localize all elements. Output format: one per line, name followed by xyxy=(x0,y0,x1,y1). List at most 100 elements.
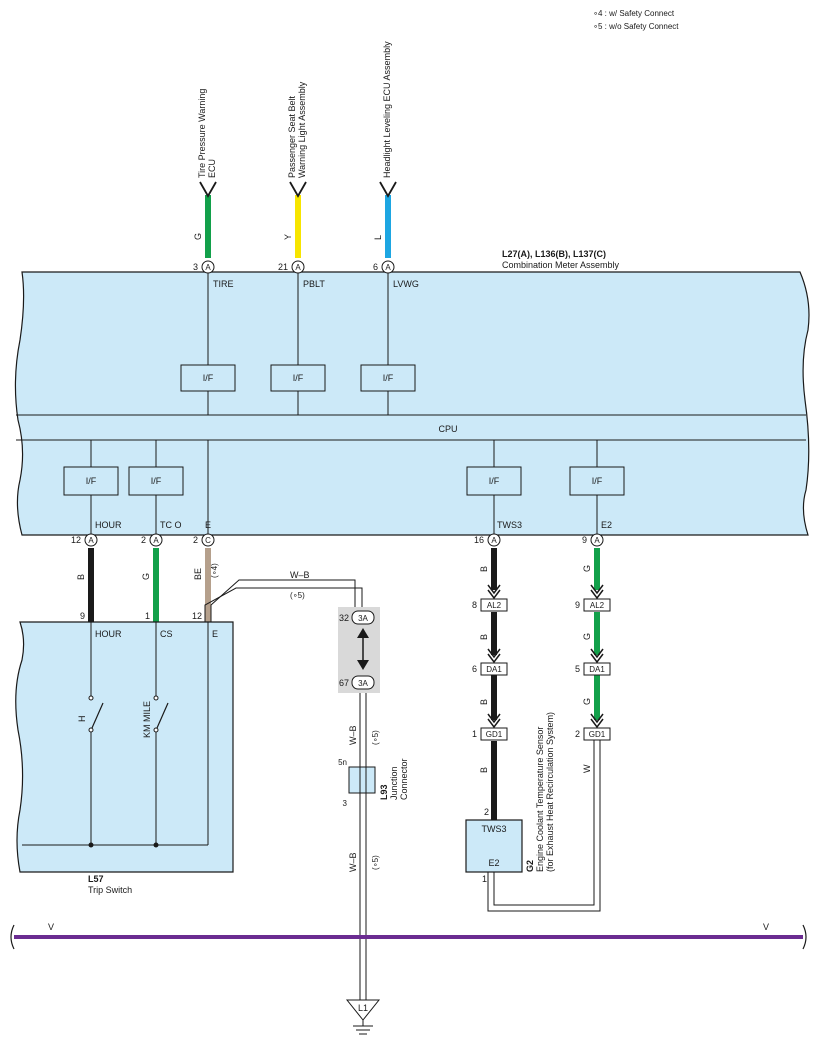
svg-text:3A: 3A xyxy=(358,614,368,623)
trip-switch-pin-hour: 9 xyxy=(80,611,85,621)
wire-w-return xyxy=(487,740,601,912)
svg-text:2: 2 xyxy=(193,535,198,545)
wire-e2-chain xyxy=(590,548,604,729)
junction-name-2: Connector xyxy=(399,758,409,800)
code-e2-4: W xyxy=(582,764,592,773)
v-bus-right-break xyxy=(802,924,807,950)
svg-text:3A: 3A xyxy=(358,679,368,688)
terminal-e: E xyxy=(205,520,211,530)
trip-switch-pin-e: 12 xyxy=(192,611,202,621)
svg-text:21: 21 xyxy=(278,262,288,272)
trip-switch-term-e: E xyxy=(212,629,218,639)
code-tws3-1: B xyxy=(479,566,489,572)
interface-e2: I/F xyxy=(569,466,625,496)
svg-text:A: A xyxy=(88,536,94,545)
pin-pblt: A 21 xyxy=(278,260,305,274)
pin-hour: A 12 xyxy=(71,533,98,547)
svg-text:9: 9 xyxy=(575,600,580,610)
svg-text:1: 1 xyxy=(472,729,477,739)
svg-text:2: 2 xyxy=(575,729,580,739)
code-tws3-2: B xyxy=(479,634,489,640)
top-wire-tire: Tire Pressure Warning ECU G xyxy=(193,89,217,258)
svg-text:E2: E2 xyxy=(488,858,499,868)
wb-label-mid: W–B xyxy=(348,725,358,745)
v-label-left: V xyxy=(48,922,54,932)
svg-text:A: A xyxy=(295,263,301,272)
connector-gd1-left: GD1 1 xyxy=(472,727,508,741)
switch-km-mile xyxy=(153,695,169,733)
terminal-pblt: PBLT xyxy=(303,279,325,289)
sensor-pin-top: 2 xyxy=(484,807,489,817)
note5-bottom: (∘5) xyxy=(371,855,380,870)
connector-3a-top: 3A 32 xyxy=(339,610,375,625)
svg-text:16: 16 xyxy=(474,535,484,545)
svg-text:A: A xyxy=(491,536,497,545)
junction-connector-l93: 5n 3 xyxy=(338,758,376,808)
svg-text:L1: L1 xyxy=(358,1003,368,1013)
interface-tws3: I/F xyxy=(466,466,522,496)
v-bus-left-break xyxy=(10,924,15,950)
interface-hour: I/F xyxy=(63,466,119,496)
pin-e: C 2 xyxy=(193,533,215,547)
code-e: BE xyxy=(193,568,203,580)
note-no-safety-connect: ∘5 : w/o Safety Connect xyxy=(593,22,679,31)
svg-text:I/F: I/F xyxy=(592,476,603,486)
svg-text:8: 8 xyxy=(472,600,477,610)
svg-text:GD1: GD1 xyxy=(486,730,503,739)
svg-text:A: A xyxy=(594,536,600,545)
wire-tws3-chain xyxy=(487,548,501,820)
svg-text:I/F: I/F xyxy=(293,373,304,383)
meter-ref: L27(A), L136(B), L137(C) xyxy=(502,249,606,259)
interface-top-lvwg: I/F xyxy=(360,364,416,392)
color-code-g: G xyxy=(193,233,203,240)
svg-text:A: A xyxy=(385,263,391,272)
wire-e-to-ground xyxy=(204,579,363,622)
top-wire-pblt: Passenger Seat Belt Warning Light Assemb… xyxy=(283,81,307,258)
code-tws3-3: B xyxy=(479,699,489,705)
note-safety-connect: ∘4 : w/ Safety Connect xyxy=(593,9,675,18)
note5-mid: (∘5) xyxy=(371,730,380,745)
pin-lvwg: A 6 xyxy=(373,260,395,274)
connector-3a-bottom: 3A 67 xyxy=(339,675,375,690)
ground-wire xyxy=(359,693,367,1000)
trip-switch-term-hour: HOUR xyxy=(95,629,122,639)
code-e2-2: G xyxy=(582,633,592,640)
pin-e2: A 9 xyxy=(582,533,604,547)
v-label-right: V xyxy=(763,922,769,932)
sensor-pin-bottom: 1 xyxy=(482,874,487,884)
svg-text:32: 32 xyxy=(339,613,349,623)
device-tire-ecu-2: ECU xyxy=(207,159,217,178)
switch-h xyxy=(88,695,104,733)
code-e2-1: G xyxy=(582,565,592,572)
junction-dot-cs xyxy=(153,842,159,848)
cpu-label: CPU xyxy=(438,424,457,434)
meter-name: Combination Meter Assembly xyxy=(502,260,620,270)
pin-tire: A 3 xyxy=(193,260,215,274)
svg-text:TWS3: TWS3 xyxy=(481,824,506,834)
switch-label-h: H xyxy=(77,716,87,723)
svg-text:3: 3 xyxy=(343,799,348,808)
trip-switch-name: Trip Switch xyxy=(88,885,132,895)
color-code-l: L xyxy=(373,235,383,240)
connector-da1-right: DA1 5 xyxy=(575,662,611,676)
engine-coolant-temp-sensor: TWS3 E2 xyxy=(465,819,523,873)
svg-text:3: 3 xyxy=(193,262,198,272)
svg-text:A: A xyxy=(205,263,211,272)
svg-text:I/F: I/F xyxy=(203,373,214,383)
code-tws3-4: B xyxy=(479,767,489,773)
connector-al2-left: AL2 8 xyxy=(472,598,508,612)
code-e2-3: G xyxy=(582,698,592,705)
color-code-y: Y xyxy=(283,234,293,240)
device-headlight-ecu: Headlight Leveling ECU Assembly xyxy=(382,41,392,178)
trip-switch-ref: L57 xyxy=(88,874,104,884)
sensor-name-1: Engine Coolant Temperature Sensor xyxy=(535,727,545,872)
interface-tco: I/F xyxy=(128,466,184,496)
interface-top-tire: I/F xyxy=(180,364,236,392)
wb-label-top: W–B xyxy=(290,570,310,580)
terminal-hour: HOUR xyxy=(95,520,122,530)
terminal-e2: E2 xyxy=(601,520,612,530)
pin-tco: A 2 xyxy=(141,533,163,547)
note-e-4: (∘4) xyxy=(210,563,219,578)
junction-name-1: Junction xyxy=(389,766,399,800)
